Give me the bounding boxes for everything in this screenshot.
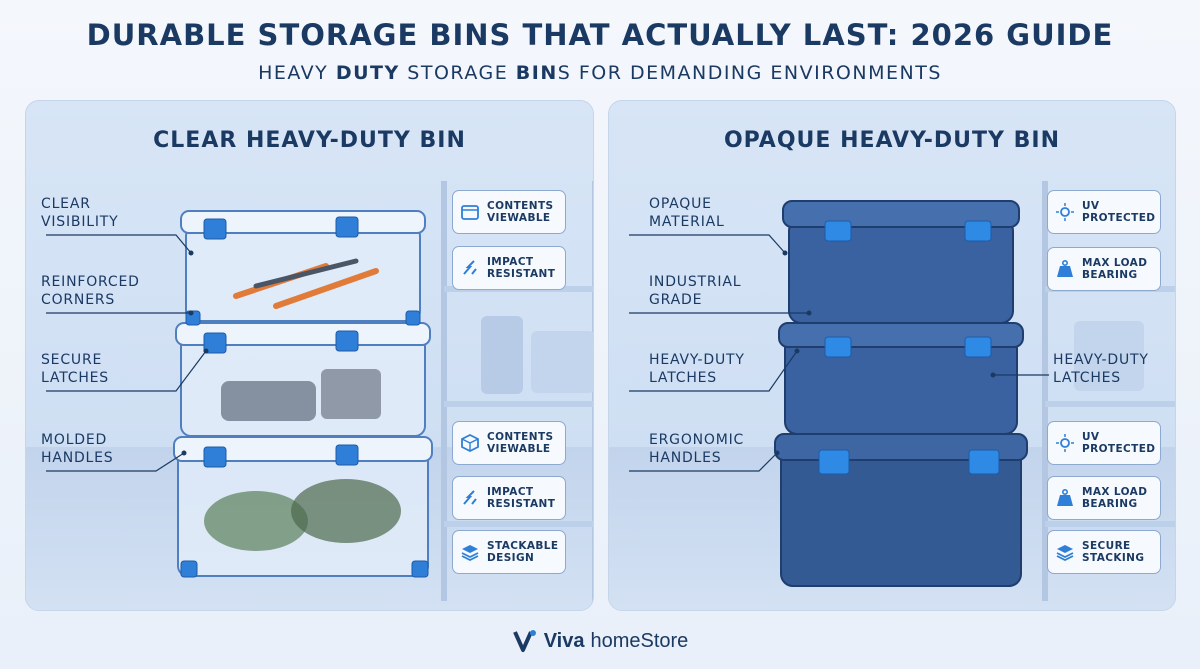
impact-icon <box>459 487 481 509</box>
callout-heavy-duty-latches: HEAVY-DUTY LATCHES <box>649 352 745 386</box>
weight-icon <box>1054 258 1076 280</box>
badge-contents-viewable: CONTENTS VIEWABLE <box>452 190 566 234</box>
badge-contents-viewable-2: CONTENTS VIEWABLE <box>452 421 566 465</box>
badge-impact-resistant-2: IMPACT RESISTANT <box>452 476 566 520</box>
sun-icon <box>1054 432 1076 454</box>
subtitle-emphasis: BIN <box>515 62 558 84</box>
subtitle-part: S FOR DEMANDING ENVIRONMENTS <box>557 62 942 84</box>
box-icon <box>459 201 481 223</box>
brand-name-rest: homeStore <box>590 629 689 652</box>
badge-label: CONTENTS VIEWABLE <box>487 200 554 224</box>
badge-label: UV PROTECTED <box>1082 200 1156 224</box>
impact-icon <box>459 257 481 279</box>
badge-secure-stacking: SECURE STACKING <box>1047 530 1161 574</box>
badge-label: SECURE STACKING <box>1082 540 1145 564</box>
badge-label: MAX LOAD BEARING <box>1082 257 1148 281</box>
badge-uv-protected: UV PROTECTED <box>1047 190 1161 234</box>
callout-ergonomic-handles: ERGONOMIC HANDLES <box>649 432 745 466</box>
subtitle-part: STORAGE <box>399 62 516 84</box>
page-title: DURABLE STORAGE BINS THAT ACTUALLY LAST:… <box>86 18 1114 52</box>
badge-max-load-bearing: MAX LOAD BEARING <box>1047 247 1161 291</box>
sun-icon <box>1054 201 1076 223</box>
badge-label: IMPACT RESISTANT <box>487 486 556 510</box>
opaque-bin-panel: OPAQUE HEAVY-DUTY BIN OPAQUE MATERIAL IN… <box>608 100 1176 611</box>
opaque-bin-illustration <box>629 181 1175 601</box>
callout-reinforced-corners: REINFORCED CORNERS <box>41 274 140 308</box>
brand-logo: Viva homeStore <box>0 628 1200 654</box>
callout-molded-handles: MOLDED HANDLES <box>41 432 114 466</box>
callout-opaque-material: OPAQUE MATERIAL <box>649 196 725 230</box>
subtitle-part: HEAVY <box>258 62 336 84</box>
badge-label: STACKABLE DESIGN <box>487 540 559 564</box>
callout-secure-latches: SECURE LATCHES <box>41 352 109 386</box>
callout-industrial-grade: INDUSTRIAL GRADE <box>649 274 742 308</box>
clear-bin-title: CLEAR HEAVY-DUTY BIN <box>153 128 466 153</box>
badge-max-load-bearing-2: MAX LOAD BEARING <box>1047 476 1161 520</box>
badge-label: IMPACT RESISTANT <box>487 256 556 280</box>
badge-uv-protected-2: UV PROTECTED <box>1047 421 1161 465</box>
layers-icon <box>1054 541 1076 563</box>
badge-label: MAX LOAD BEARING <box>1082 486 1148 510</box>
page-subtitle: HEAVY DUTY STORAGE BINS FOR DEMANDING EN… <box>0 62 1200 84</box>
badge-impact-resistant: IMPACT RESISTANT <box>452 246 566 290</box>
brand-v-icon <box>512 630 536 652</box>
brand-name-bold: Viva <box>543 629 585 652</box>
badge-label: UV PROTECTED <box>1082 431 1156 455</box>
opaque-bin-title: OPAQUE HEAVY-DUTY BIN <box>723 128 1060 153</box>
clear-bin-illustration <box>46 181 593 601</box>
layers-icon <box>459 541 481 563</box>
badge-label: CONTENTS VIEWABLE <box>487 431 554 455</box>
badge-stackable-design: STACKABLE DESIGN <box>452 530 566 574</box>
callout-heavy-duty-latches-right: HEAVY-DUTY LATCHES <box>1053 352 1149 386</box>
callout-clear-visibility: CLEAR VISIBILITY <box>41 196 119 230</box>
subtitle-emphasis: DUTY <box>335 62 400 84</box>
cube-icon <box>459 432 481 454</box>
clear-bin-panel: CLEAR HEAVY-DUTY BIN CLEAR VISIBILITY RE… <box>25 100 594 611</box>
weight-icon <box>1054 487 1076 509</box>
